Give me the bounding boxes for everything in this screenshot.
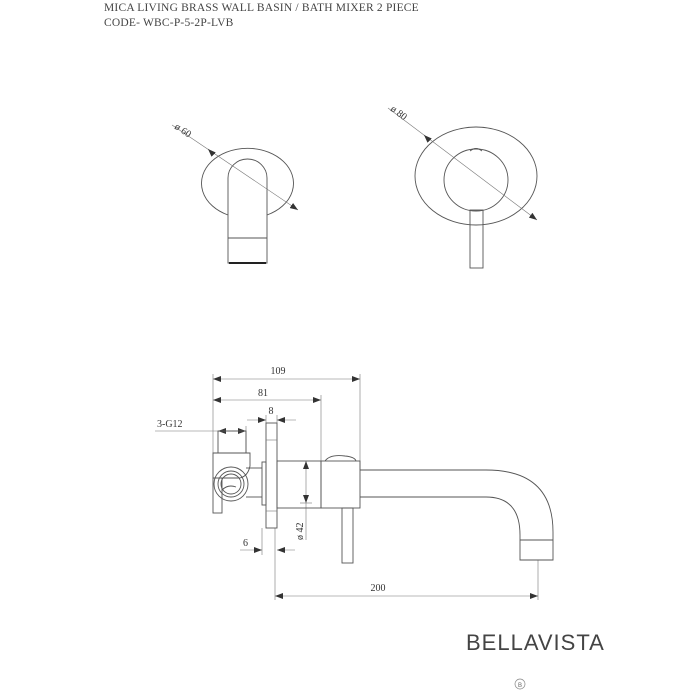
mixer-diameter-label: ø 80 xyxy=(388,104,409,123)
dim-200: 200 xyxy=(371,583,386,594)
dim-81: 81 xyxy=(258,388,268,399)
dim-109: 109 xyxy=(271,366,286,377)
dim-pipe-diameter: ø 42 xyxy=(295,523,306,541)
drawing-title: MICA LIVING BRASS WALL BASIN / BATH MIXE… xyxy=(104,2,419,14)
spout-diameter-label: ø 60 xyxy=(172,121,193,140)
mixer-front-view: ø 80 xyxy=(387,104,538,269)
brand-logo: BELLAVISTA B xyxy=(466,630,605,690)
dim-6: 6 xyxy=(243,538,248,549)
spout-front-view: ø 60 xyxy=(171,121,299,264)
side-view: 109 81 8 3-G12 ø 42 6 200 xyxy=(155,366,554,600)
brand-logo-text: BELLAVISTA xyxy=(466,630,605,655)
dim-8: 8 xyxy=(269,406,274,417)
product-code: CODE- WBC-P-5-2P-LVB xyxy=(104,17,234,29)
dim-thread: 3-G12 xyxy=(157,419,183,430)
brand-mark: B xyxy=(518,683,522,689)
